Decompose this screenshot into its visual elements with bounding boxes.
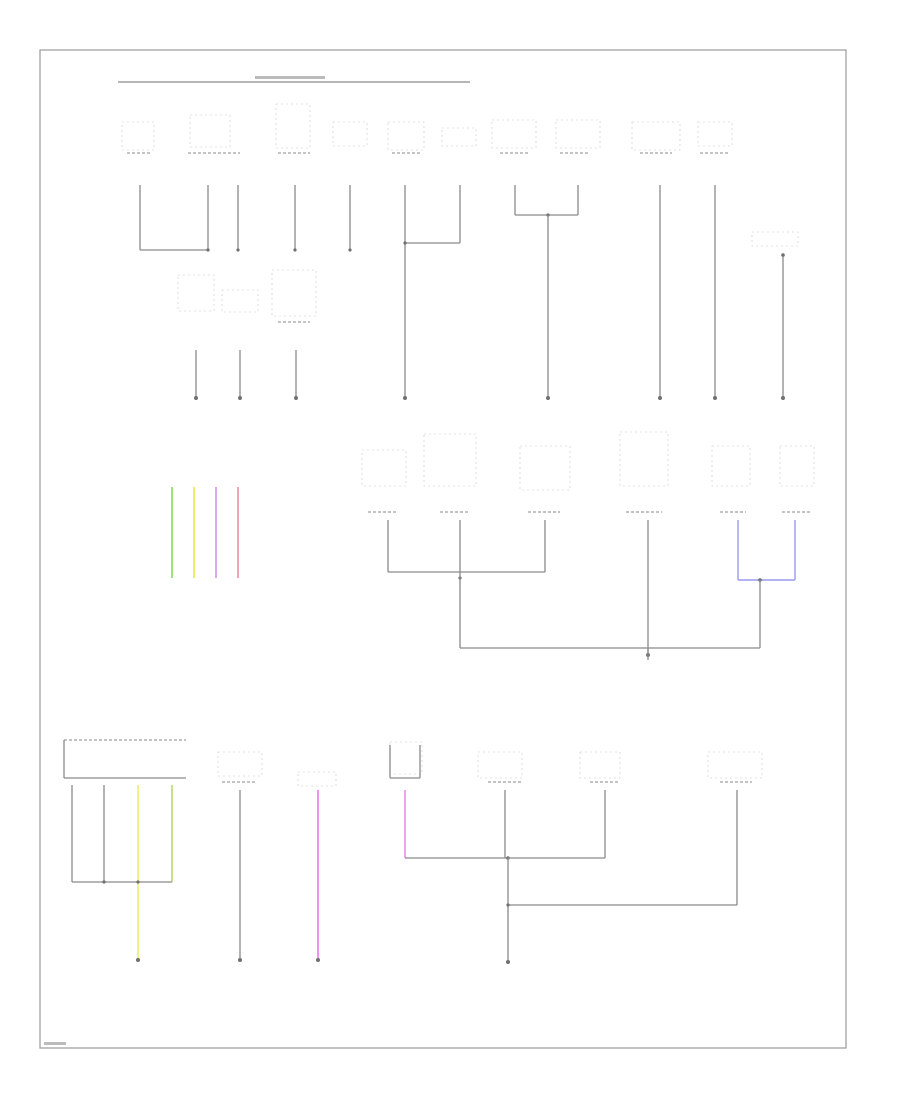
component-14 [271, 269, 317, 400]
component-10 [697, 121, 733, 398]
component-6 [403, 127, 477, 245]
component-13 [221, 289, 259, 400]
component-18 [619, 431, 669, 655]
ground-symbols-top [403, 396, 785, 400]
component-4 [332, 121, 368, 252]
component-25 [477, 751, 523, 858]
component-22 [217, 751, 263, 962]
component-12 [177, 274, 215, 400]
component-7 [491, 119, 537, 215]
component-19 [711, 445, 760, 581]
component-8 [555, 119, 601, 215]
diagram-frame [39, 49, 847, 1049]
component-9 [631, 121, 681, 398]
component-23 [297, 771, 337, 962]
component-21 [63, 739, 186, 962]
component-24 [389, 741, 508, 859]
component-5 [387, 121, 425, 398]
footer-mark [44, 1042, 66, 1045]
component-27 [506, 751, 763, 907]
component-2 [188, 114, 240, 250]
component-20 [760, 445, 815, 581]
component-15 [361, 449, 407, 572]
component-26 [508, 751, 621, 859]
component-16 [423, 433, 477, 572]
component-3 [275, 103, 311, 252]
component-11 [751, 231, 799, 398]
component-17 [519, 445, 571, 572]
header-label [255, 76, 325, 79]
component-1 [121, 121, 155, 250]
wire-color-legend [171, 487, 239, 578]
